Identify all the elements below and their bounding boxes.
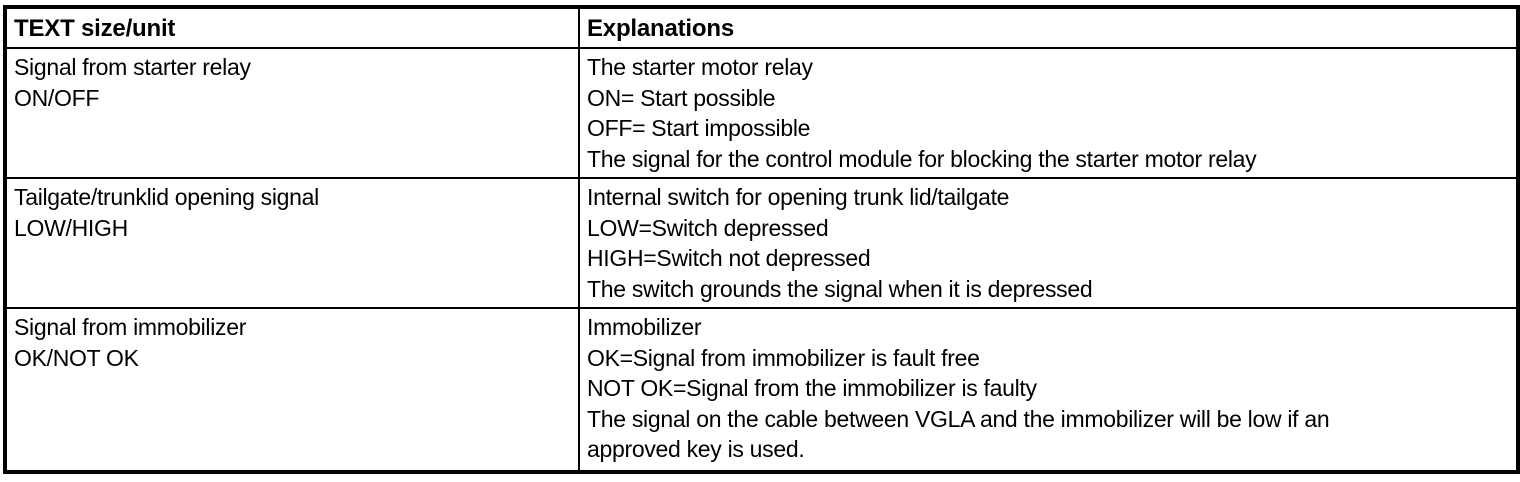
header-cell-text-size-unit: TEXT size/unit <box>4 6 580 49</box>
header-cell-explanations: Explanations <box>578 6 1519 49</box>
cell-explanations: Immobilizer OK=Signal from immobilizer i… <box>578 307 1519 473</box>
cell-text-size-unit: Signal from starter relay ON/OFF <box>4 47 580 179</box>
explanation-line: Immobilizer <box>587 314 702 340</box>
explanation-line: Internal switch for opening trunk lid/ta… <box>587 184 1010 210</box>
cell-text-size-unit: Signal from immobilizer OK/NOT OK <box>4 307 580 473</box>
explanation-line: NOT OK=Signal from the immobilizer is fa… <box>587 375 1037 401</box>
table-row: Signal from starter relay ON/OFF The sta… <box>4 47 1519 179</box>
explanation-line: HIGH=Switch not depressed <box>587 245 871 271</box>
explanation-line: The signal for the control module for bl… <box>587 145 1257 172</box>
explanation-line: The starter motor relay <box>587 54 813 80</box>
header-row: TEXT size/unit Explanations <box>4 6 1519 49</box>
signal-name-line: Signal from immobilizer <box>14 314 247 340</box>
explanation-line: approved key is used. <box>587 436 805 462</box>
signal-values-line: OK/NOT OK <box>14 344 139 371</box>
signal-name-line: Signal from starter relay <box>14 54 251 80</box>
table-row: Signal from immobilizer OK/NOT OK Immobi… <box>4 307 1519 473</box>
explanation-line: OFF= Start impossible <box>587 115 811 141</box>
explanation-line: The signal on the cable between VGLA and… <box>587 405 1330 432</box>
cell-explanations: The starter motor relay ON= Start possib… <box>578 47 1519 179</box>
signal-name-line: Tailgate/trunklid opening signal <box>14 184 319 210</box>
cell-text-size-unit: Tailgate/trunklid opening signal LOW/HIG… <box>4 177 580 309</box>
table-row: Tailgate/trunklid opening signal LOW/HIG… <box>4 177 1519 309</box>
explanation-line: The switch grounds the signal when it is… <box>587 275 1093 302</box>
explanation-line: LOW=Switch depressed <box>587 214 829 241</box>
explanation-line: ON= Start possible <box>587 84 776 111</box>
signal-values-line: LOW/HIGH <box>14 214 128 241</box>
signal-values-line: ON/OFF <box>14 84 100 111</box>
explanation-line: OK=Signal from immobilizer is fault free <box>587 344 980 371</box>
signals-table: TEXT size/unit Explanations Signal from … <box>3 5 1520 474</box>
cell-explanations: Internal switch for opening trunk lid/ta… <box>578 177 1519 309</box>
